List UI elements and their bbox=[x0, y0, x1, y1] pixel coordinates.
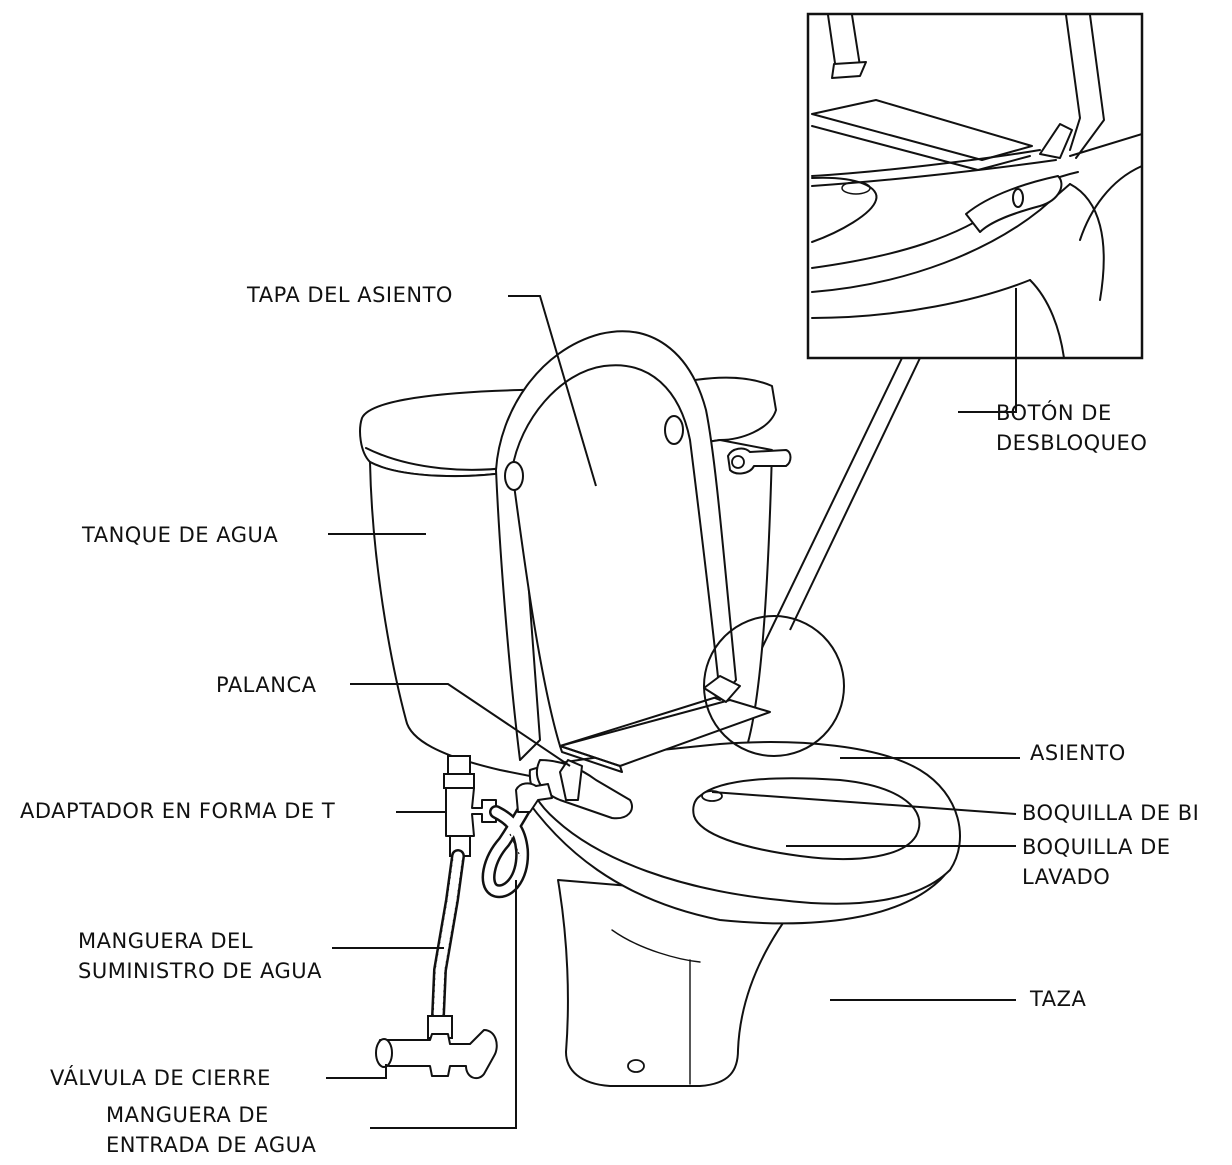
label-manguera-entrada-line1: MANGUERA DE bbox=[106, 1103, 269, 1127]
zoom-line-right bbox=[789, 357, 921, 631]
label-palanca: PALANCA bbox=[216, 673, 317, 697]
plumbing-drawing bbox=[375, 755, 553, 1080]
label-boquilla-bidet: BOQUILLA DE BI bbox=[1022, 801, 1200, 825]
seat-lid-drawing bbox=[495, 330, 741, 761]
label-valvula-cierre: VÁLVULA DE CIERRE bbox=[50, 1066, 271, 1090]
label-tanque-de-agua: TANQUE DE AGUA bbox=[82, 523, 279, 547]
bowl-drawing bbox=[519, 699, 961, 1087]
label-boton-desbloqueo: BOTÓN DE DESBLOQUEO bbox=[996, 398, 1147, 458]
label-taza: TAZA bbox=[1030, 987, 1087, 1011]
label-manguera-suministro-line1: MANGUERA DEL bbox=[78, 929, 254, 953]
label-asiento: ASIENTO bbox=[1030, 741, 1126, 765]
leader-lines bbox=[326, 288, 1020, 1129]
zoom-line-left bbox=[761, 357, 903, 649]
label-manguera-entrada: MANGUERA DE ENTRADA DE AGUA bbox=[106, 1100, 316, 1160]
label-boquilla-lavado-line1: BOQUILLA DE bbox=[1022, 835, 1171, 859]
label-boquilla-lavado: BOQUILLA DE LAVADO bbox=[1022, 832, 1171, 892]
label-manguera-entrada-line2: ENTRADA DE AGUA bbox=[106, 1133, 317, 1157]
label-adaptador-t: ADAPTADOR EN FORMA DE T bbox=[20, 799, 336, 823]
zoom-circle bbox=[703, 615, 845, 757]
detail-inset bbox=[806, 12, 1144, 360]
label-boton-desbloqueo-line1: BOTÓN DE bbox=[996, 401, 1112, 425]
label-tapa-del-asiento: TAPA DEL ASIENTO bbox=[247, 283, 453, 307]
label-manguera-suministro-line2: SUMINISTRO DE AGUA bbox=[78, 959, 322, 983]
label-boquilla-lavado-line2: LAVADO bbox=[1022, 865, 1111, 889]
label-boton-desbloqueo-line2: DESBLOQUEO bbox=[996, 431, 1148, 455]
label-manguera-suministro: MANGUERA DEL SUMINISTRO DE AGUA bbox=[78, 926, 322, 986]
